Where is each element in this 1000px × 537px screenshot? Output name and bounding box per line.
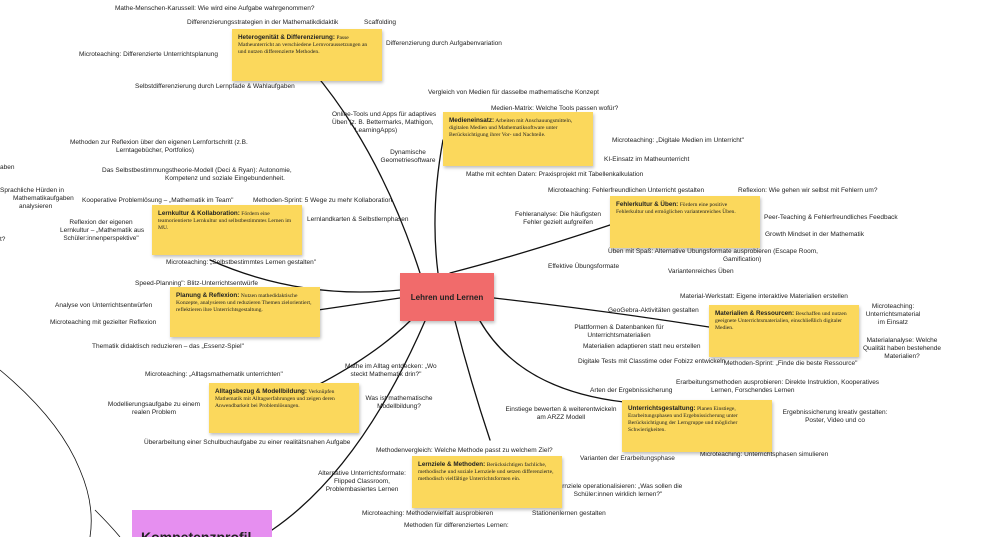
label-lernlandkarten: Lernlandkarten & Selbstlernphasen [307, 216, 409, 223]
note-lernziele[interactable]: Lernziele & Methoden: Berücksichtigen fa… [412, 456, 562, 508]
label-ki-einsatz: KI-Einsatz im Matheunterricht [604, 156, 690, 163]
label-karussell: Mathe-Menschen-Karussell: Wie wird eine … [115, 5, 315, 12]
note-medieneinsatz[interactable]: Medieneinsatz: Arbeiten mit Anschauungsm… [443, 112, 593, 166]
label-methodenvergleich: Methodenvergleich: Welche Methode passt … [376, 447, 553, 454]
label-differenzierungsstrategien: Differenzierungsstrategien in der Mathem… [187, 19, 339, 26]
label-microteaching-alltag: Microteaching: „Alltagsmathematik unterr… [145, 371, 283, 378]
note-heterogenitaet[interactable]: Heterogenität & Differenzierung: Passe M… [232, 29, 382, 81]
note-materialien[interactable]: Materialien & Ressourcen: Beschaffen und… [709, 305, 859, 357]
connector-materialien [493, 297, 710, 328]
label-medienvergleich: Vergleich von Medien für dasselbe mathem… [428, 89, 599, 96]
connector-kompetenz [271, 320, 426, 531]
note-planung[interactable]: Planung & Reflexion: Nutzen mathedidakti… [170, 287, 320, 337]
label-erarbeitungsphase: Varianten der Erarbeitungsphase [580, 455, 675, 462]
label-methoden-sprint-kollaboration: Methoden-Sprint: 5 Wege zu mehr Kollabor… [253, 197, 392, 204]
edge-text: Sprachliche Hürden in [0, 187, 64, 194]
connector-heterogenitaet [311, 69, 421, 274]
label-microteaching-reflexion: Microteaching mit gezielter Reflexion [50, 319, 157, 326]
label-geogebra: GeoGebra-Aktivitäten gestalten [608, 307, 699, 314]
label-schulbuchaufgabe: Überarbeitung einer Schulbuchaufgabe zu … [144, 439, 351, 446]
label-essenz-spiel: Thematik didaktisch reduzieren – das „Es… [92, 343, 244, 350]
label-methoden-differenziert: Methoden für differenziertes Lernen: [404, 522, 509, 529]
label-medien-matrix: Medien-Matrix: Welche Tools passen wofür… [491, 105, 619, 112]
connector-left-arc-2 [94, 509, 121, 537]
label-microteaching-fehler: Microteaching: Fehlerfreundlichen Unterr… [548, 187, 705, 194]
label-microteaching-methodenvielfalt: Microteaching: Methodenvielfalt ausprobi… [362, 510, 494, 517]
label-material-werkstatt: Material-Werkstatt: Eigene interaktive M… [680, 293, 848, 300]
connector-lernziele [454, 320, 491, 441]
label-digitale-tests: Digitale Tests mit Classtime oder Fobizz… [578, 358, 726, 365]
connector-planung [317, 297, 401, 311]
label-ueben-mit-spass: Üben mit Spaß: Alternative Übungsformate… [608, 248, 818, 263]
connector-unterrichtsgestaltung [479, 320, 625, 403]
edge-text: t? [0, 236, 6, 243]
edge-text: Mathematikaufgaben [13, 195, 74, 202]
label-lernziele-operationalisieren: Lernziele operationalisieren: „Was solle… [555, 483, 683, 498]
central-node[interactable]: Lehren und Lernen [400, 273, 494, 321]
label-erarbeitungsmethoden: Erarbeitungsmethoden ausprobieren: Direk… [676, 379, 880, 394]
note-lernkultur[interactable]: Lernkultur & Kollaboration: Fördern eine… [152, 205, 302, 255]
note-unterrichtsgestaltung[interactable]: Unterrichtsgestaltung: Planen Einstiege,… [622, 400, 772, 452]
label-materialien-adaptieren: Materialien adaptieren statt neu erstell… [583, 343, 701, 350]
label-selbstdifferenzierung: Selbstdifferenzierung durch Lernpfade & … [135, 83, 295, 90]
label-speed-planning: Speed-Planning": Blitz-Unterrichtsentwür… [135, 280, 258, 287]
label-stationenlernen: Stationenlernen gestalten [532, 510, 606, 517]
connector-medieneinsatz [434, 139, 444, 274]
label-peer-teaching: Peer-Teaching & Fehlerfreundliches Feedb… [764, 214, 898, 221]
label-microteaching-differenziert: Microteaching: Differenzierte Unterricht… [79, 51, 218, 58]
label-ergebnissicherung-arten: Arten der Ergebnissicherung [590, 387, 673, 394]
label-ergebnissicherung-kreativ: Ergebnissicherung kreativ gestalten:Post… [782, 409, 888, 424]
edge-text: analysieren [19, 203, 53, 210]
label-variantenreiches-ueben: Variantenreiches Üben [668, 268, 734, 275]
kompetenzprofil-node[interactable]: Kompetenzprofil [132, 510, 272, 537]
label-echte-daten: Mathe mit echten Daten: Praxisprojekt mi… [466, 171, 644, 178]
label-selbstbestimmungstheorie: Das Selbstbestimmungstheorie-Modell (Dec… [102, 167, 292, 182]
label-microteaching-medien: Microteaching: „Digitale Medien im Unter… [612, 137, 744, 144]
connector-left-arc [0, 369, 92, 537]
label-growth-mindset: Growth Mindset in der Mathematik [765, 231, 864, 238]
label-microteaching-phasen: Microteaching: Unterrichtsphasen simulie… [700, 451, 829, 458]
label-aufgabenvariation: Differenzierung durch Aufgabenvariation [386, 40, 502, 47]
label-scaffolding: Scaffolding [364, 19, 397, 26]
label-reflexion-lernfortschritt: Methoden zur Reflexion über den eigenen … [70, 139, 248, 154]
label-methoden-sprint-ressource: Methoden-Sprint: „Finde die beste Ressou… [724, 360, 858, 367]
connector-fehlerkultur [449, 224, 611, 274]
label-analyse-entwuerfe: Analyse von Unterrichtsentwürfen [55, 302, 153, 309]
note-alltagsbezug[interactable]: Alltagsbezug & Modellbildung: Verknüpfen… [209, 383, 359, 433]
label-kooperative-problemloesung: Kooperative Problemlösung – „Mathematik … [82, 197, 234, 204]
label-reflexion-fehler: Reflexion: Wie gehen wir selbst mit Fehl… [738, 187, 878, 194]
edge-text: aben [0, 164, 15, 171]
label-effektive-uebungsformate: Effektive Übungsformate [548, 263, 620, 270]
label-microteaching-selbstbestimmt: Microteaching: „Selbstbestimmtes Lernen … [166, 259, 317, 266]
label-alternative-formate: Alternative Unterrichtsformate:Flipped C… [318, 470, 406, 493]
note-fehlerkultur[interactable]: Fehlerkultur & Üben: Fördern eine positi… [610, 196, 760, 248]
